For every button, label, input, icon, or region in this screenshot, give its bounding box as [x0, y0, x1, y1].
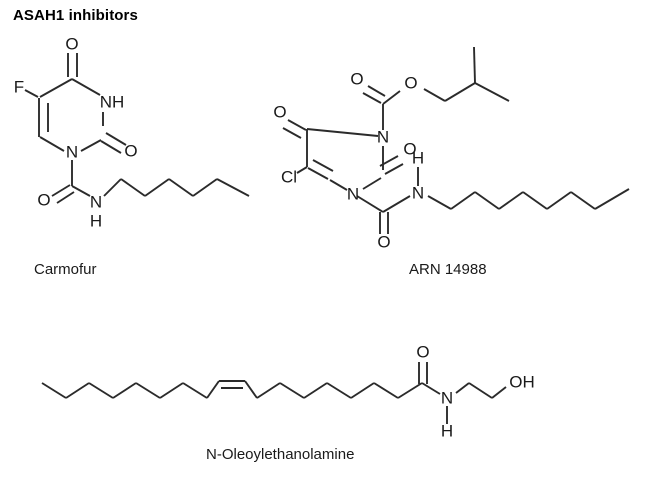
atom-label-keto-o-right: O — [124, 141, 137, 160]
arn14988-ring-bonds — [282, 85, 404, 191]
atom-label-amide-h: H — [412, 148, 424, 167]
atom-label-ring-nh: NH — [100, 92, 125, 111]
atom-label-amide-n: N — [441, 388, 453, 407]
atom-label-amide-n: N — [412, 183, 424, 202]
compound-label-n-oleoylethanolamine: N-Oleoylethanolamine — [206, 446, 355, 463]
arn14988-carbamoyl-and-chain — [356, 167, 630, 234]
atom-label-chlorine: Cl — [281, 167, 297, 186]
atom-label-amide-o: O — [37, 190, 50, 209]
oleoyl-amide-head — [418, 362, 507, 424]
atom-label-amide-h: H — [441, 421, 453, 440]
atom-label-amide-h: H — [90, 211, 102, 230]
atom-label-ring-n: N — [66, 142, 78, 161]
figure-title: ASAH1 inhibitors — [13, 7, 138, 24]
atom-label-amide-n: N — [90, 192, 102, 211]
atom-label-fluorine: F — [14, 77, 24, 96]
atom-label-hydroxyl: OH — [509, 372, 535, 391]
atom-label-keto-o-top: O — [65, 34, 78, 53]
oleoyl-atom-labels: O N H OH — [416, 342, 534, 440]
oleoyl-cis-double-bond — [219, 380, 245, 389]
compound-label-arn14988: ARN 14988 — [409, 261, 487, 278]
atom-label-ester-o: O — [404, 73, 417, 92]
oleoyl-saturated-chain-left — [41, 380, 220, 399]
carmofur-atom-labels: F NH N O O O N H — [14, 34, 138, 230]
atom-label-amide-o: O — [416, 342, 429, 361]
carmofur-ring-bonds — [24, 53, 127, 204]
arn14988-isobutyl-group — [423, 46, 510, 102]
arn14988-atom-labels: N N O O O O Cl O N H — [273, 69, 424, 251]
oleoyl-saturated-chain-right — [244, 380, 423, 399]
atom-label-keto-o-right: O — [403, 139, 416, 158]
atom-label-ring-n-top: N — [377, 127, 389, 146]
compound-label-carmofur: Carmofur — [34, 261, 97, 278]
carmofur-hexyl-chain — [103, 178, 250, 197]
atom-label-ring-n-bottom: N — [347, 184, 359, 203]
atom-label-ester-carbonyl-o: O — [350, 69, 363, 88]
atom-label-keto-o-left: O — [273, 102, 286, 121]
atom-label-amide-o: O — [377, 232, 390, 251]
